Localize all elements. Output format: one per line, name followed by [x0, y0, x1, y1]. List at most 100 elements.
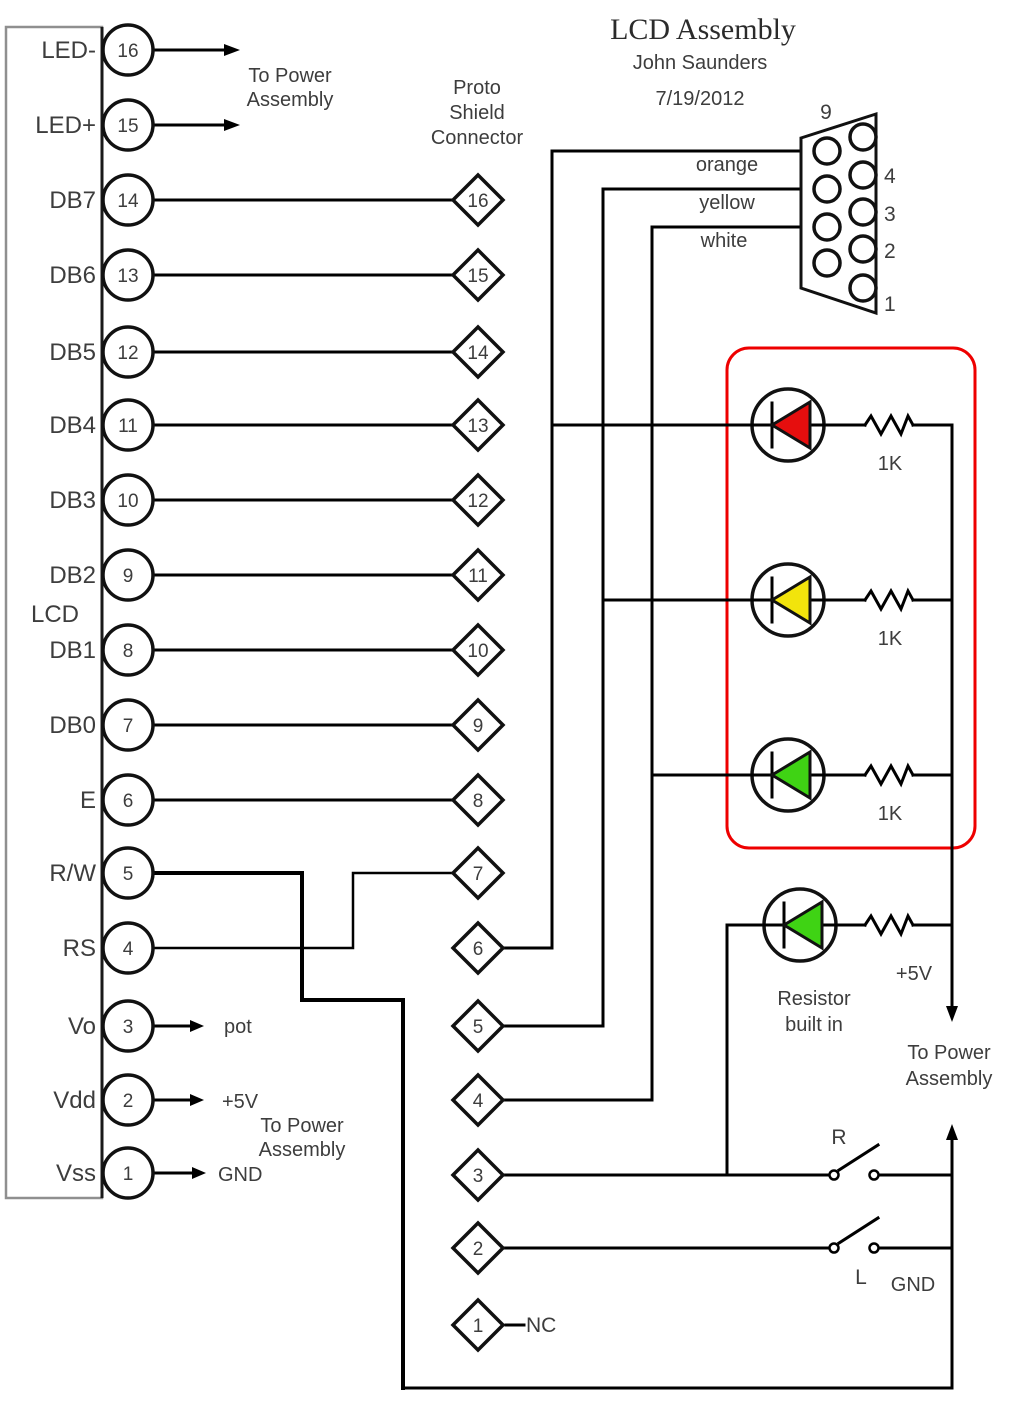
resistor-symbol — [862, 412, 916, 438]
resistor-note-line2: built in — [785, 1014, 843, 1036]
lcd-pin-circle-2 — [101, 1073, 155, 1127]
db9-label-3: 3 — [884, 203, 896, 226]
db9-pin-hole — [812, 248, 842, 278]
lcd-pin-number: 14 — [117, 191, 139, 212]
switch-r-contact — [828, 1169, 840, 1181]
proto-pin-diamond-10 — [450, 622, 506, 678]
lcd-pin-label-Vdd: Vdd — [53, 1087, 96, 1114]
lcd-pin-label-DB3: DB3 — [49, 487, 96, 514]
proto-pin-diamond-13 — [450, 397, 506, 453]
proto-pin-diamond-3 — [450, 1147, 506, 1203]
db9-pin-hole — [848, 273, 878, 303]
lcd-box-outline — [4, 25, 104, 1200]
switch-l-contact — [828, 1242, 840, 1254]
arrow-right-icon — [224, 44, 240, 56]
pot-label: pot — [224, 1016, 252, 1038]
lcd-pin-label-R/W: R/W — [49, 860, 96, 887]
lcd-pin-label-E: E — [80, 787, 96, 814]
db9-pin-hole — [848, 197, 878, 227]
lcd-pin-circle-9 — [101, 548, 155, 602]
lcd-pin-label-DB7: DB7 — [49, 187, 96, 214]
lcd-pin-circle-7 — [101, 698, 155, 752]
proto-pin-number: 6 — [473, 939, 484, 960]
lcd-pin-number: 4 — [123, 939, 134, 960]
lcd-pin-number: 1 — [123, 1164, 134, 1185]
arrow-up-icon — [946, 1124, 958, 1140]
proto-pin-number: 2 — [473, 1239, 484, 1260]
resistor-value-label: 1K — [878, 453, 903, 475]
switch-l-label: L — [855, 1266, 867, 1289]
proto-pin-number: 5 — [473, 1017, 484, 1038]
lcd-pin-circle-10 — [101, 473, 155, 527]
lcd-pin-circle-5 — [101, 846, 155, 900]
db9-label-9: 9 — [820, 101, 832, 124]
rail-gnd-label: GND — [891, 1274, 935, 1296]
led-symbol-yellow — [750, 562, 826, 638]
lcd-pins: 16LED-15LED+14DB713DB612DB511DB410DB39DB… — [35, 23, 155, 1200]
arrow-right-icon — [224, 119, 240, 131]
to-power-top-line1: To Power — [248, 65, 332, 87]
db9-connector — [799, 111, 878, 316]
lcd-pin-number: 9 — [123, 566, 134, 587]
lcd-pin-label-LED-: LED- — [41, 37, 96, 64]
lcd-pin-label-Vss: Vss — [56, 1160, 96, 1187]
proto-pin-diamond-11 — [450, 547, 506, 603]
proto-pin-number: 10 — [467, 641, 488, 662]
lcd-pin-number: 16 — [117, 41, 138, 62]
nc-label: NC — [526, 1314, 556, 1337]
lcd-label: LCD — [31, 601, 79, 628]
lcd-pin-circle-12 — [101, 325, 155, 379]
wire-label-orange: orange — [696, 154, 758, 176]
arrow-right-icon — [190, 1020, 204, 1032]
led-symbol-red — [750, 387, 826, 463]
lcd-pin-number: 15 — [117, 116, 138, 137]
proto-pin-number: 14 — [467, 343, 489, 364]
lcd-pin-number: 2 — [123, 1091, 134, 1112]
vdd-5v-label: +5V — [222, 1091, 259, 1113]
lcd-pin-circle-13 — [101, 248, 155, 302]
proto-pin-diamond-12 — [450, 472, 506, 528]
lcd-pin-circle-6 — [101, 773, 155, 827]
proto-header-line2: Shield — [449, 102, 505, 124]
db9-label-1: 1 — [884, 293, 896, 316]
lcd-pin-number: 5 — [123, 864, 134, 885]
lcd-pin-circle-14 — [101, 173, 155, 227]
switch-l-lever — [836, 1215, 881, 1246]
resistor-note-line1: Resistor — [777, 988, 851, 1010]
proto-header-line3: Connector — [431, 127, 524, 149]
switch-r-label: R — [831, 1126, 846, 1149]
resistor-value-label: 1K — [878, 803, 903, 825]
switch-r-contact — [868, 1169, 880, 1181]
db9-pin-hole — [812, 212, 842, 242]
lcd-pin-label-DB5: DB5 — [49, 339, 96, 366]
lcd-pin-circle-3 — [101, 999, 155, 1053]
proto-pin-number: 15 — [467, 266, 488, 287]
resistor-value-label: 1K — [878, 628, 903, 650]
proto-pin-diamond-7 — [450, 845, 506, 901]
lcd-pin-number: 11 — [118, 416, 138, 437]
wire-rw-to-gnd — [151, 871, 405, 1390]
proto-header-line1: Proto — [453, 77, 501, 99]
db9-pin-hole — [812, 174, 842, 204]
vss-gnd-label: GND — [218, 1164, 262, 1186]
led-triangle — [781, 899, 824, 951]
proto-pin-diamond-6 — [450, 920, 506, 976]
db9-pin-hole — [812, 136, 842, 166]
proto-pin-diamond-9 — [450, 697, 506, 753]
proto-pin-number: 16 — [467, 191, 488, 212]
proto-pin-number: 4 — [473, 1091, 484, 1112]
arrow-down-icon — [946, 1006, 958, 1022]
lcd-pin-circle-16 — [101, 23, 155, 77]
led-triangle — [769, 399, 812, 451]
lcd-pin-label-DB6: DB6 — [49, 262, 96, 289]
proto-pin-diamond-2 — [450, 1220, 506, 1276]
to-power-right-line1: To Power — [907, 1042, 991, 1064]
lcd-pin-label-Vo: Vo — [68, 1013, 96, 1040]
wires — [151, 44, 958, 1390]
proto-pin-diamond-1 — [450, 1297, 506, 1353]
author-label: John Saunders — [633, 52, 768, 74]
led-symbol-green — [750, 737, 826, 813]
proto-pin-number: 8 — [473, 791, 484, 812]
